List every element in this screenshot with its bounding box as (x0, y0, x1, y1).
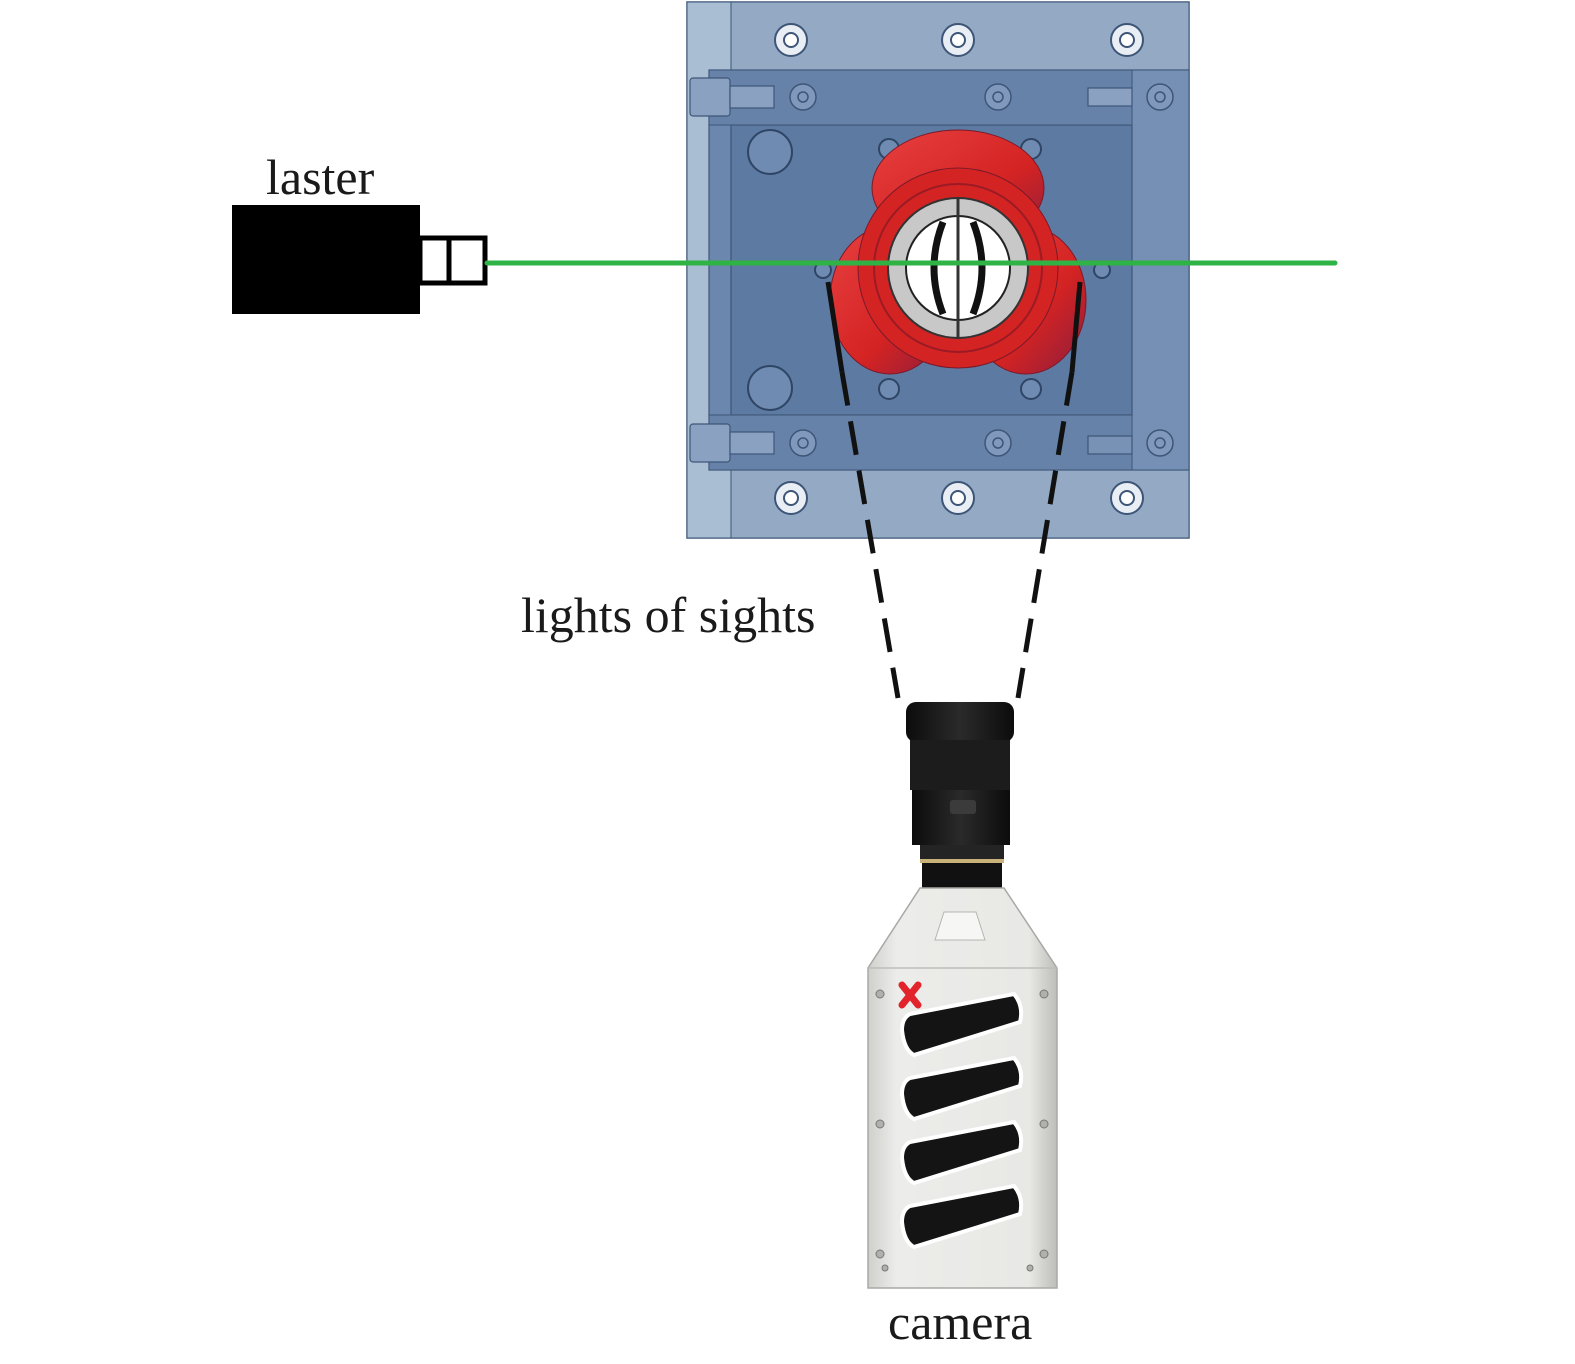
camera-vents (899, 991, 1024, 1250)
mold-upper-rail (708, 69, 1133, 126)
field-of-view-lines (825, 281, 1083, 699)
mold-bottom-holes (774, 481, 1144, 515)
mold-bolts (689, 77, 1133, 463)
mold-cavity-holes (747, 129, 1111, 411)
camera-label: camera (888, 1294, 1033, 1350)
laser-device (232, 205, 488, 314)
laser-body (232, 205, 420, 314)
laser-nozzle (417, 235, 488, 286)
camera-top-notch (934, 911, 986, 941)
camera-screws (875, 989, 1049, 1272)
mold-top-holes (774, 23, 1144, 57)
camera-lens (906, 702, 1014, 889)
view-line-left-dashed (839, 371, 901, 699)
camera-logo (898, 981, 922, 1009)
view-line-right-dashed (1015, 371, 1075, 699)
high-speed-camera (867, 702, 1058, 1289)
laser-label: laster (266, 149, 375, 205)
mold-assembly (686, 1, 1190, 539)
view-line-left-solid (825, 281, 845, 373)
view-line-right-solid (1069, 281, 1083, 373)
mold-right-strip (1131, 69, 1190, 471)
line-of-sight-label: lights of sights (521, 587, 816, 643)
mold-rail-holes (789, 83, 1174, 457)
